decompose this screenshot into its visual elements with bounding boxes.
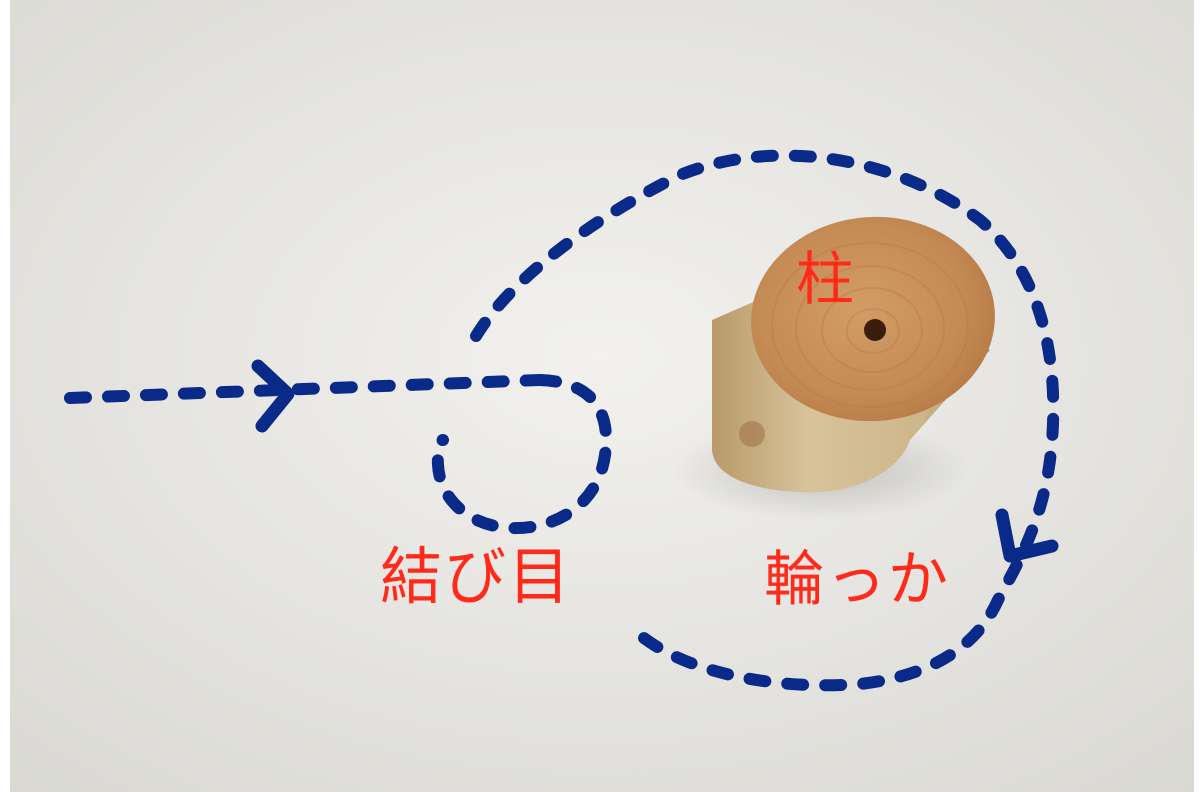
post-top <box>751 216 995 422</box>
post-label: 柱 <box>796 245 857 313</box>
rope-path <box>64 149 1060 692</box>
arrow-icon <box>251 359 295 433</box>
growth-rings <box>771 242 969 408</box>
photo-frame-right <box>1194 0 1202 792</box>
arrow-down-icon <box>995 508 1059 563</box>
rope-around-post <box>470 149 1060 692</box>
photo-frame-left <box>0 0 10 792</box>
rope-lead-in <box>64 374 546 404</box>
post-hole <box>864 319 886 341</box>
side-knot <box>739 421 765 447</box>
knot-label: 結び目 <box>380 540 573 613</box>
wooden-post <box>670 216 995 520</box>
loop-label: 輪っか <box>764 545 950 615</box>
knot-loop <box>431 374 613 535</box>
